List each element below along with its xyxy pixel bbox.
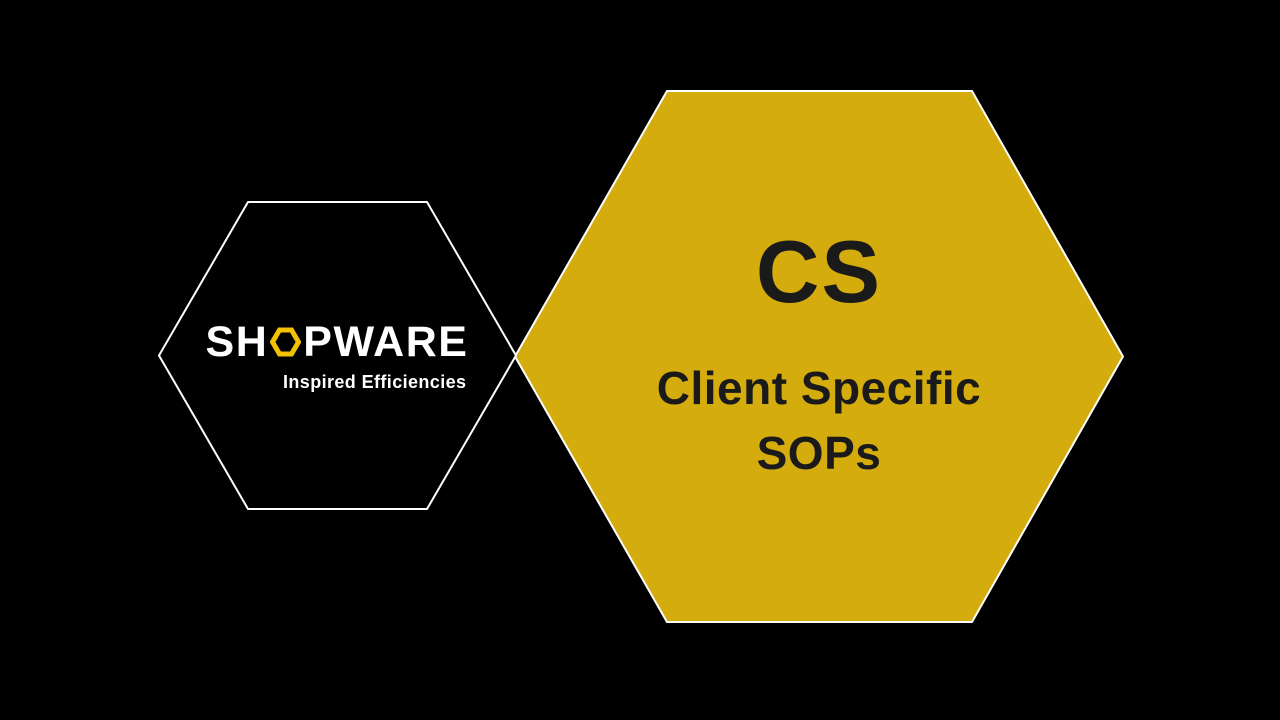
topic-label-line2: SOPs — [756, 426, 882, 479]
topic-abbreviation: CS — [755, 222, 883, 322]
brand-tagline: Inspired Efficiencies — [282, 371, 467, 392]
logo-hexagon-polygon — [157, 201, 517, 510]
topic-hexagon-polygon — [513, 90, 1125, 623]
brand-text-suffix: PWARE — [303, 317, 469, 366]
topic-label-line1: Client Specific — [656, 362, 982, 415]
brand-text-prefix: SH — [205, 317, 269, 366]
topic-label: Client Specific SOPs — [657, 356, 981, 485]
logo-hexagon-shape — [157, 201, 517, 510]
hexagon-o-icon — [270, 327, 302, 357]
topic-content: CS Client Specific SOPs — [515, 91, 1123, 622]
brand-logo: SH PWARE Inspired Efficiencies — [159, 202, 515, 509]
brand-wordmark: SH PWARE — [205, 317, 469, 366]
topic-hexagon-shape — [513, 90, 1125, 623]
brand-logo-group: SH PWARE Inspired Efficiencies — [205, 317, 469, 392]
